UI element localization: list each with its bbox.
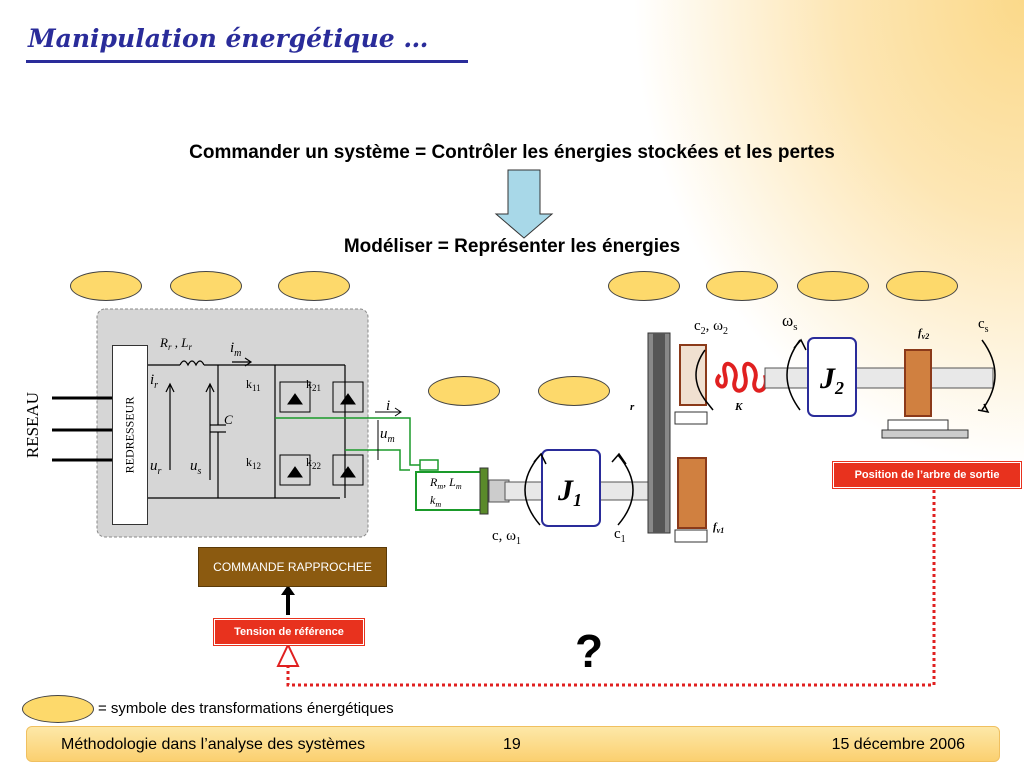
question-mark: ? [575,625,604,677]
energy-symbol-5 [706,271,778,301]
motor-body [415,471,483,511]
svg-text:im: im [230,340,241,359]
footer-left: Méthodologie dans l’analyse des systèmes [61,736,366,753]
legend-symbol [22,695,94,723]
switches [279,381,364,486]
svg-text:i: i [386,398,390,414]
heading-model: Modéliser = Représenter les énergies [343,236,681,257]
motor-wires [275,417,420,471]
energy-symbol-2 [170,271,242,301]
svg-text:ωs: ωs [782,311,797,333]
svg-text:um: um [380,426,395,445]
tension-reference-box: Tension de référence [213,618,365,646]
svg-text:Rm, Lm: Rm, Lm [429,475,462,491]
energy-symbol-8 [428,376,500,406]
svg-text:J1: J1 [557,474,582,510]
redresseur-block: REDRESSEUR [112,345,148,525]
converter-panel [96,308,369,538]
svg-text:ir: ir [150,372,158,391]
down-arrow [494,169,554,239]
svg-text:fv1: fv1 [713,521,724,535]
position-arbre-box: Position de l’arbre de sortie [832,461,1022,489]
grid-lines [52,396,112,462]
svg-text:K: K [734,401,743,413]
svg-text:r: r [630,401,635,413]
dc-bus [146,357,346,499]
spring-k [715,361,768,393]
reseau-label: RESEAU [23,391,42,459]
slide-title: Manipulation énergétique … [28,24,429,53]
energy-symbol-4 [608,271,680,301]
svg-text:us: us [190,458,202,477]
energy-symbol-6 [797,271,869,301]
legend-text: = symbole des transformations énergétiqu… [98,700,394,717]
inertia-j1 [541,449,601,527]
svg-text:c1: c1 [614,526,626,545]
svg-text:ur: ur [150,458,162,477]
svg-text:C: C [224,412,233,427]
svg-text:fv2: fv2 [918,327,929,341]
commande-rapprochee-box: COMMANDE RAPPROCHEE [198,547,387,587]
footer-date: 15 décembre 2006 [831,736,965,753]
feedback-path [286,490,936,687]
svg-text:Rr , Lr: Rr , Lr [159,335,192,352]
page-number: 19 [503,736,521,753]
svg-text:cs: cs [978,316,989,335]
svg-text:c, ω1: c, ω1 [492,528,521,547]
energy-symbol-9 [538,376,610,406]
inertia-j2 [807,337,857,417]
energy-symbol-1 [70,271,142,301]
shaft-2 [764,367,994,389]
energy-symbol-7 [886,271,958,301]
title-underline [26,60,468,63]
footer-bar: Méthodologie dans l’analyse des systèmes… [26,726,1000,762]
heading-command: Commander un système = Contrôler les éne… [189,142,835,163]
svg-text:c2, ω2: c2, ω2 [694,318,728,337]
energy-symbol-3 [278,271,350,301]
svg-text:km: km [430,493,441,509]
